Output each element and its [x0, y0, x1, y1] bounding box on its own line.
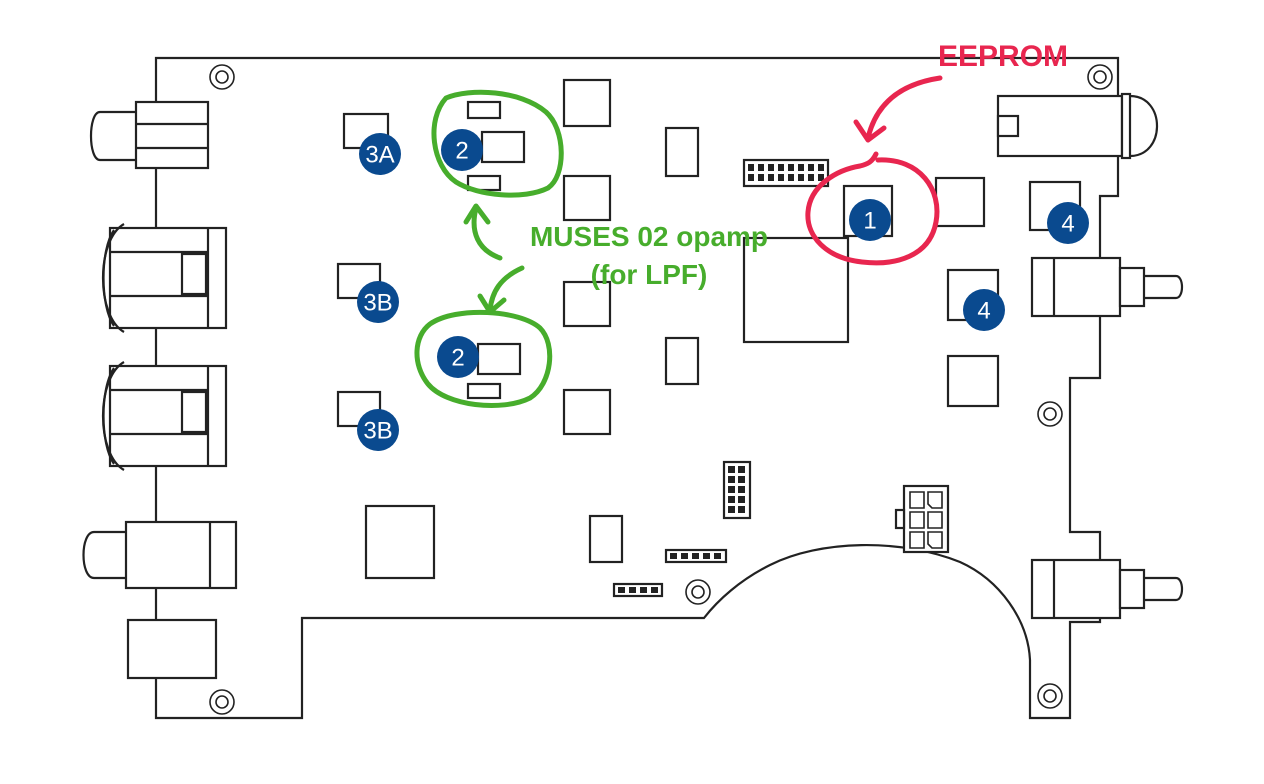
header-pin — [738, 506, 745, 513]
left-connector-rca-2 — [101, 361, 228, 471]
pin-header-small-1 — [664, 548, 728, 564]
square-component — [934, 176, 986, 228]
svg-text:3A: 3A — [365, 142, 394, 169]
opamp-bottom — [466, 342, 522, 400]
badge-4-top: 4 — [1047, 202, 1089, 244]
header-pin — [651, 587, 658, 593]
eeprom-label: EEPROM — [938, 40, 1068, 73]
pin-header-top — [742, 158, 830, 188]
tall-component — [588, 514, 624, 564]
header-pin — [728, 476, 735, 483]
left-connector-rca-1 — [101, 223, 228, 333]
square-component — [562, 174, 612, 222]
badge-3b-bottom: 3B — [357, 409, 399, 451]
header-pin — [738, 476, 745, 483]
header-pin — [818, 164, 824, 171]
badge-3b-top: 3B — [357, 281, 399, 323]
left-connector-bottom — [126, 618, 218, 680]
header-pin — [798, 174, 804, 181]
pin-header-vertical — [722, 460, 752, 520]
svg-text:1: 1 — [863, 208, 876, 235]
header-pin — [788, 174, 794, 181]
mounting-holes — [209, 64, 1113, 715]
header-pin — [714, 553, 721, 559]
header-pin — [778, 174, 784, 181]
header-pin — [728, 496, 735, 503]
header-pin — [808, 174, 814, 181]
header-pin — [818, 174, 824, 181]
badge-4-mid: 4 — [963, 289, 1005, 331]
left-connector-top — [90, 100, 210, 170]
svg-text:4: 4 — [977, 298, 990, 325]
header-pin — [681, 553, 688, 559]
header-pin — [738, 496, 745, 503]
right-connector-rca-1 — [1030, 256, 1184, 318]
svg-text:2: 2 — [455, 138, 468, 165]
header-pin — [692, 553, 699, 559]
header-pin — [758, 164, 764, 171]
opamp-arrow-up — [471, 205, 503, 261]
eeprom-circle — [805, 151, 940, 266]
header-pin — [703, 553, 710, 559]
header-pin — [788, 164, 794, 171]
power-connector — [894, 484, 950, 554]
header-pin — [768, 174, 774, 181]
header-pin — [728, 466, 735, 473]
eeprom-arrow — [865, 75, 943, 141]
header-pin — [738, 466, 745, 473]
header-pin — [670, 553, 677, 559]
opamp-label-line1: MUSES 02 opamp — [530, 221, 768, 252]
eeprom-annotation — [805, 75, 943, 266]
square-component — [562, 78, 612, 128]
right-connector-rca-2 — [1030, 558, 1184, 620]
header-pin — [758, 174, 764, 181]
opamp-bottom-circle — [414, 309, 553, 409]
header-pin — [640, 587, 647, 593]
badge-1: 1 — [849, 199, 891, 241]
pin-header-small-2 — [612, 582, 664, 598]
badge-2-top: 2 — [441, 129, 483, 171]
square-component — [562, 280, 612, 328]
large-square-component — [364, 504, 436, 580]
header-pin — [738, 486, 745, 493]
svg-text:3B: 3B — [363, 290, 392, 317]
header-pin — [748, 164, 754, 171]
header-pin — [748, 174, 754, 181]
badge-3a: 3A — [359, 133, 401, 175]
header-pin — [629, 587, 636, 593]
svg-text:2: 2 — [451, 345, 464, 372]
right-connector-top — [996, 92, 1159, 160]
header-pin — [798, 164, 804, 171]
header-pin — [728, 506, 735, 513]
badge-2-bottom: 2 — [437, 336, 479, 378]
svg-text:4: 4 — [1061, 211, 1074, 238]
opamp-top-circle — [431, 89, 564, 198]
opamp-label-line2: (for LPF) — [591, 259, 708, 290]
header-pin — [778, 164, 784, 171]
square-component — [562, 388, 612, 436]
svg-text:3B: 3B — [363, 418, 392, 445]
left-connector-jack — [82, 520, 238, 590]
header-pin — [808, 164, 814, 171]
main-processor-chip — [742, 236, 850, 344]
tall-component — [664, 336, 700, 386]
tall-component — [664, 126, 700, 178]
square-component — [946, 354, 1000, 408]
header-pin — [768, 164, 774, 171]
header-pin — [618, 587, 625, 593]
opamp-annotation — [414, 89, 564, 409]
opamp-arrow-down — [487, 265, 525, 313]
header-pin — [728, 486, 735, 493]
